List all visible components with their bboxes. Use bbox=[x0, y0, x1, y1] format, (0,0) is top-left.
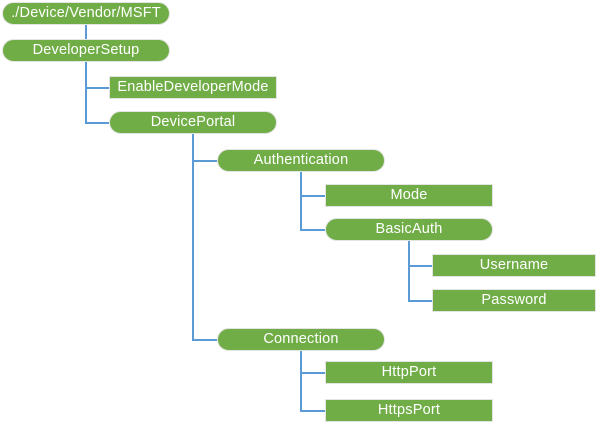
tree-node-username: Username bbox=[432, 254, 596, 277]
connector-line bbox=[192, 134, 194, 341]
tree-node-authentication: Authentication bbox=[217, 149, 385, 172]
tree-node-device-vendor-msft: ./Device/Vendor/MSFT bbox=[2, 2, 170, 25]
tree-node-connection: Connection bbox=[217, 328, 385, 351]
connector-line bbox=[192, 159, 217, 162]
connector-line bbox=[300, 172, 302, 231]
tree-node-http-port: HttpPort bbox=[325, 361, 493, 384]
tree-node-enable-developer-mode: EnableDeveloperMode bbox=[109, 76, 277, 99]
connector-line bbox=[300, 194, 325, 197]
tree-node-developer-setup: DeveloperSetup bbox=[2, 39, 170, 62]
connector-line bbox=[85, 62, 87, 124]
connector-line bbox=[408, 241, 410, 302]
connector-line bbox=[408, 264, 432, 267]
connector-line bbox=[192, 338, 217, 341]
connector-line bbox=[85, 25, 87, 39]
tree-node-https-port: HttpsPort bbox=[325, 399, 493, 422]
connector-line bbox=[300, 409, 325, 412]
connector-line bbox=[85, 86, 109, 89]
connector-line bbox=[85, 121, 109, 124]
tree-node-mode: Mode bbox=[325, 184, 493, 207]
connector-line bbox=[300, 351, 302, 412]
connector-line bbox=[300, 228, 325, 231]
connector-line bbox=[408, 299, 432, 302]
connector-line bbox=[300, 371, 325, 374]
tree-node-password: Password bbox=[432, 289, 596, 312]
tree-node-basic-auth: BasicAuth bbox=[325, 218, 493, 241]
tree-node-device-portal: DevicePortal bbox=[109, 111, 277, 134]
